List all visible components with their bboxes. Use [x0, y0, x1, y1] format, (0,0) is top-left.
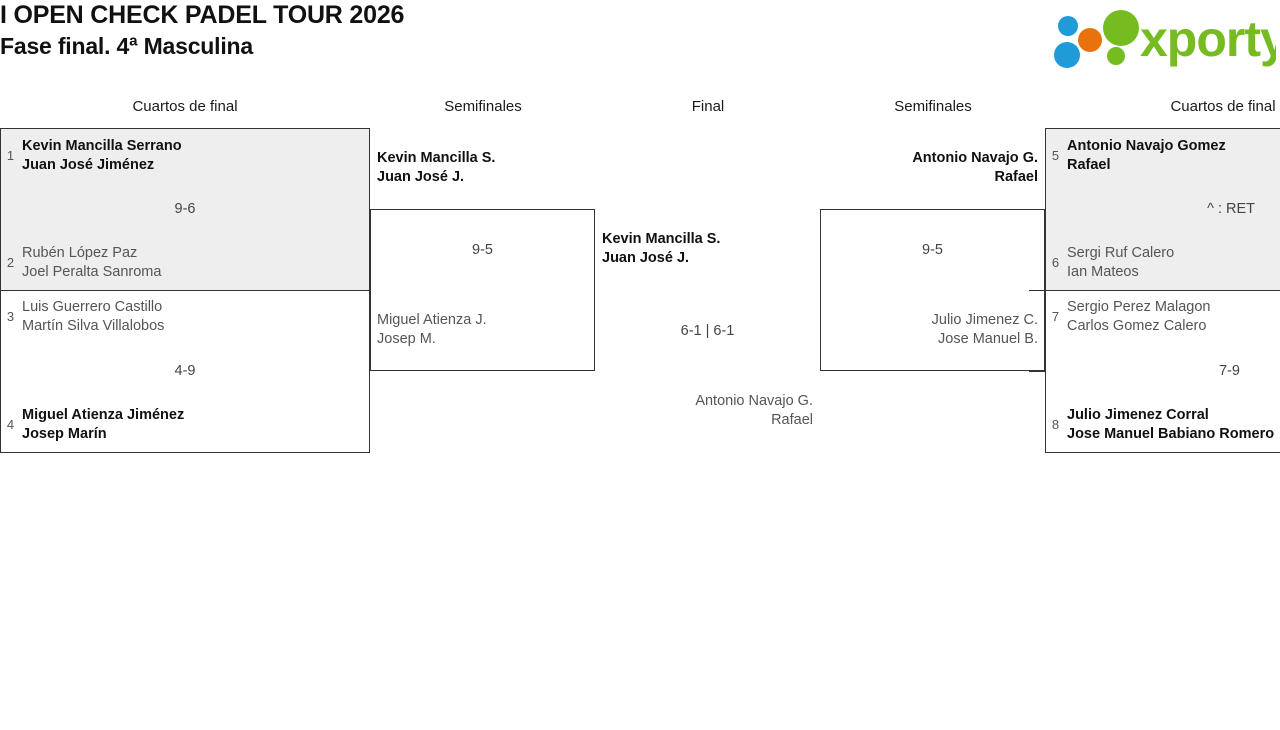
- logo-dot-blue-top: [1058, 16, 1078, 36]
- team-entry-qf2-bottom[interactable]: 4 Miguel Atienza Jiménez Josep Marín: [6, 406, 184, 444]
- team-names: Antonio Navajo G. Rafael: [695, 392, 813, 430]
- team-names: Kevin Mancilla Serrano Juan José Jiménez: [22, 137, 182, 175]
- page-title: I OPEN CHECK PADEL TOUR 2026 Fase final.…: [0, 0, 700, 61]
- logo-dot-blue-bottom: [1054, 42, 1080, 68]
- team-names: Kevin Mancilla S. Juan José J.: [377, 149, 495, 187]
- player-name-1: Antonio Navajo G.: [695, 393, 813, 409]
- team-names: Miguel Atienza J. Josep M.: [377, 311, 487, 349]
- team-entry-final-bottom[interactable]: Antonio Navajo G. Rafael: [620, 392, 813, 430]
- connector-qf4-sf2: [1029, 371, 1046, 372]
- seed-number: 6: [1051, 255, 1060, 270]
- team-entry-final-top[interactable]: Kevin Mancilla S. Juan José J.: [602, 230, 720, 268]
- team-entry-qf1-top[interactable]: 1 Kevin Mancilla Serrano Juan José Jimén…: [6, 137, 182, 175]
- team-entry-qf4-top[interactable]: 7 Sergio Perez Malagon Carlos Gomez Cale…: [1051, 298, 1211, 336]
- team-names: Miguel Atienza Jiménez Josep Marín: [22, 406, 184, 444]
- score-qf3: ^ : RET: [1207, 201, 1255, 217]
- score-sf2: 9-5: [922, 242, 943, 258]
- team-names: Sergi Ruf Calero Ian Mateos: [1067, 244, 1174, 282]
- player-name-1: Antonio Navajo G.: [912, 150, 1038, 166]
- column-header-sf-right: Semifinales: [894, 98, 972, 115]
- player-name-2: Joel Peralta Sanroma: [22, 264, 162, 280]
- match-box-qf4[interactable]: [1045, 290, 1280, 453]
- team-entry-sf2-bottom[interactable]: Julio Jimenez C. Jose Manuel B.: [818, 311, 1038, 349]
- logo-dot-green-large: [1103, 10, 1139, 46]
- column-header-qf-right: Cuartos de final: [1170, 98, 1276, 115]
- team-entry-qf2-top[interactable]: 3 Luis Guerrero Castillo Martín Silva Vi…: [6, 298, 165, 336]
- player-name-2: Josep Marín: [22, 426, 107, 442]
- seed-number: 5: [1051, 148, 1060, 163]
- column-header-final: Final: [691, 98, 725, 115]
- team-names: Antonio Navajo G. Rafael: [912, 149, 1038, 187]
- logo-dot-green-small: [1107, 47, 1125, 65]
- player-name-1: Julio Jimenez Corral: [1067, 407, 1209, 423]
- match-box-qf3[interactable]: [1045, 128, 1280, 291]
- score-final: 6-1 | 6-1: [680, 323, 735, 339]
- team-names: Julio Jimenez Corral Jose Manuel Babiano…: [1067, 406, 1274, 444]
- score-qf2: 4-9: [174, 363, 196, 379]
- player-name-1: Sergi Ruf Calero: [1067, 245, 1175, 261]
- team-names: Antonio Navajo Gomez Rafael: [1067, 137, 1226, 175]
- team-entry-sf1-bottom[interactable]: Miguel Atienza J. Josep M.: [377, 311, 487, 349]
- player-name-2: Carlos Gomez Calero: [1067, 318, 1207, 334]
- match-box-sf2[interactable]: [820, 209, 1045, 371]
- player-name-2: Jose Manuel B.: [938, 331, 1038, 347]
- tournament-title: I OPEN CHECK PADEL TOUR 2026: [0, 1, 405, 29]
- player-name-1: Kevin Mancilla Serrano: [22, 138, 182, 154]
- column-header-qf-left: Cuartos de final: [132, 98, 238, 115]
- team-entry-sf1-top[interactable]: Kevin Mancilla S. Juan José J.: [377, 149, 495, 187]
- score-sf1: 9-5: [472, 242, 493, 258]
- logo-wordmark: xporty: [1140, 11, 1276, 67]
- player-name-1: Luis Guerrero Castillo: [22, 299, 163, 315]
- team-names: Sergio Perez Malagon Carlos Gomez Calero: [1067, 298, 1210, 336]
- team-names: Kevin Mancilla S. Juan José J.: [602, 230, 720, 268]
- player-name-1: Kevin Mancilla S.: [602, 231, 721, 247]
- player-name-1: Rubén López Paz: [22, 245, 138, 261]
- player-name-1: Sergio Perez Malagon: [1067, 299, 1211, 315]
- phase-title: Fase final. 4ª Masculina: [0, 33, 253, 59]
- player-name-2: Martín Silva Villalobos: [22, 318, 165, 334]
- seed-number: 2: [6, 255, 15, 270]
- player-name-2: Rafael: [771, 412, 813, 428]
- seed-number: 3: [6, 309, 15, 324]
- player-name-2: Juan José J.: [377, 169, 465, 185]
- seed-number: 7: [1051, 309, 1060, 324]
- team-entry-sf2-top[interactable]: Antonio Navajo G. Rafael: [818, 149, 1038, 187]
- xporty-logo[interactable]: xporty: [1046, 4, 1276, 70]
- team-names: Julio Jimenez C. Jose Manuel B.: [932, 311, 1038, 349]
- logo-dot-orange: [1078, 28, 1102, 52]
- seed-number: 1: [6, 148, 15, 163]
- score-qf4: 7-9: [1219, 363, 1240, 379]
- team-entry-qf1-bottom[interactable]: 2 Rubén López Paz Joel Peralta Sanroma: [6, 244, 162, 282]
- player-name-1: Miguel Atienza J.: [377, 312, 487, 328]
- seed-number: 8: [1051, 417, 1060, 432]
- player-name-1: Kevin Mancilla S.: [377, 150, 496, 166]
- connector-qf3-sf2: [1029, 290, 1046, 291]
- team-entry-qf4-bottom[interactable]: 8 Julio Jimenez Corral Jose Manuel Babia…: [1051, 406, 1274, 444]
- player-name-2: Jose Manuel Babiano Romero: [1067, 426, 1275, 442]
- player-name-1: Julio Jimenez C.: [931, 312, 1038, 328]
- score-qf1: 9-6: [174, 201, 196, 217]
- team-names: Rubén López Paz Joel Peralta Sanroma: [22, 244, 161, 282]
- seed-number: 4: [6, 417, 15, 432]
- team-names: Luis Guerrero Castillo Martín Silva Vill…: [22, 298, 164, 336]
- player-name-2: Rafael: [994, 169, 1038, 185]
- team-entry-qf3-top[interactable]: 5 Antonio Navajo Gomez Rafael: [1051, 137, 1226, 175]
- player-name-1: Miguel Atienza Jiménez: [22, 407, 185, 423]
- player-name-1: Antonio Navajo Gomez: [1067, 138, 1226, 154]
- player-name-2: Rafael: [1067, 157, 1111, 173]
- player-name-2: Josep M.: [377, 331, 436, 347]
- player-name-2: Juan José J.: [602, 250, 690, 266]
- match-box-qf1[interactable]: [0, 128, 370, 291]
- team-entry-qf3-bottom[interactable]: 6 Sergi Ruf Calero Ian Mateos: [1051, 244, 1174, 282]
- match-box-sf1[interactable]: [370, 209, 595, 371]
- match-box-qf2[interactable]: [0, 290, 370, 453]
- column-header-sf-left: Semifinales: [444, 98, 522, 115]
- player-name-2: Ian Mateos: [1067, 264, 1139, 280]
- player-name-2: Juan José Jiménez: [22, 157, 155, 173]
